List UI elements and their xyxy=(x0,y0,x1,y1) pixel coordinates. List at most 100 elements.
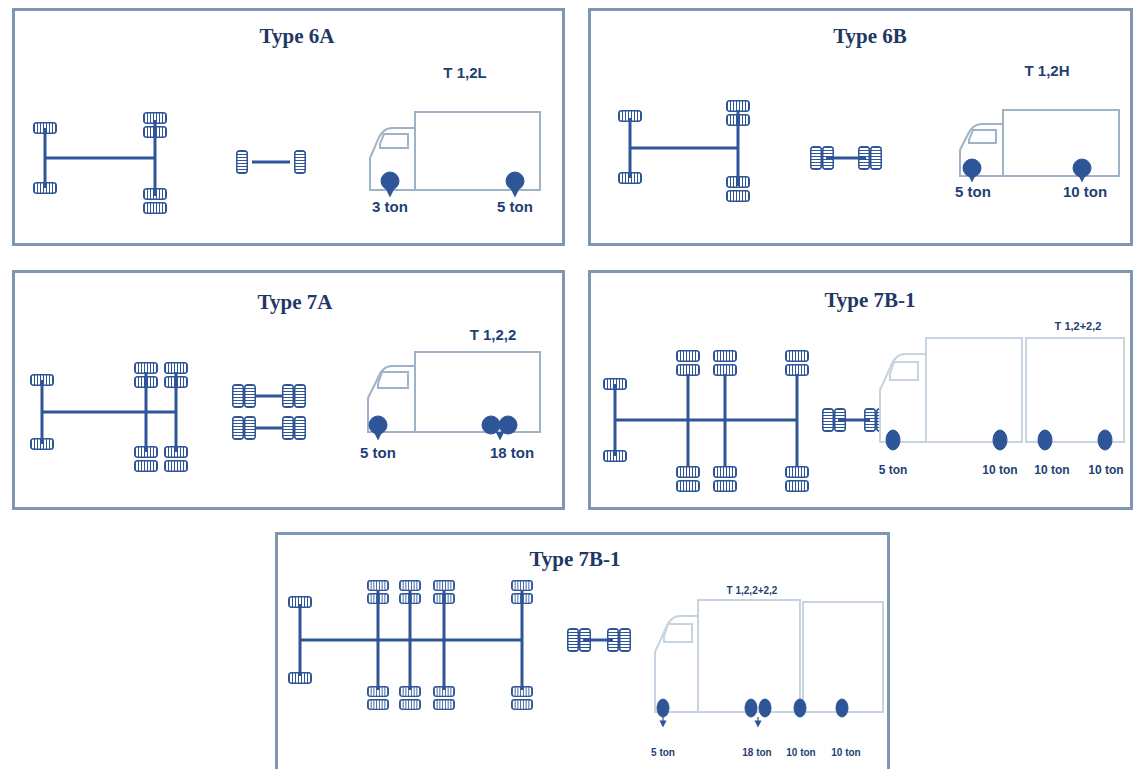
truck-outline xyxy=(378,372,408,388)
tire-symbol xyxy=(604,379,627,390)
axle-icon xyxy=(295,151,306,174)
tire-symbol xyxy=(434,594,455,604)
wheel-load xyxy=(1038,430,1052,450)
wheel-load xyxy=(389,188,391,193)
wheel-load xyxy=(377,432,379,436)
tire-symbol xyxy=(727,191,750,202)
tire-symbol xyxy=(368,687,389,697)
tire-symbol xyxy=(619,173,642,184)
axle-diagram xyxy=(44,128,47,188)
axle-load: 5 ton xyxy=(879,463,908,477)
tire-symbol xyxy=(31,375,54,386)
axle-load: 10 ton xyxy=(831,747,860,758)
tire-symbol xyxy=(144,203,167,214)
axle-icon xyxy=(233,385,244,408)
wheel-load xyxy=(963,159,1091,178)
tire-symbol xyxy=(434,581,455,591)
tire-symbol xyxy=(34,183,57,194)
axle-icon xyxy=(580,629,591,652)
axle-load: 5 ton xyxy=(955,183,991,200)
tire-symbol xyxy=(727,101,750,112)
axle-diagram xyxy=(299,604,302,676)
tire-symbol xyxy=(714,481,737,492)
axle-icon xyxy=(865,409,876,432)
axle-icon xyxy=(811,147,822,170)
tire-symbol xyxy=(144,113,167,124)
wheel-load xyxy=(482,416,500,434)
tire-symbol xyxy=(786,365,809,376)
truck-outline xyxy=(803,602,883,712)
axle-code: T 1,2H xyxy=(1024,62,1069,79)
vehicle-type-panel: Type 7B-1T 1,2+2,25 ton10 ton10 ton10 to… xyxy=(588,270,1133,510)
vehicle-type-panel: Type 7B-1T 1,2,2+2,25 ton18 ton10 ton10 … xyxy=(275,532,890,769)
axle-load: 5 ton xyxy=(360,444,396,461)
truck-outline xyxy=(880,354,926,442)
tire-symbol xyxy=(165,363,188,374)
truck-outline xyxy=(415,352,540,432)
wheel-load xyxy=(759,699,771,717)
axle-icon xyxy=(295,417,306,440)
axle-code: T 1,2+2,2 xyxy=(1055,320,1102,332)
wheel-load xyxy=(794,699,806,717)
tire-symbol xyxy=(135,447,158,458)
type-title: Type 7B-1 xyxy=(529,547,620,572)
axle-code: T 1,2,2+2,2 xyxy=(727,585,778,596)
tire-symbol xyxy=(400,581,421,591)
tire-symbol xyxy=(289,597,312,608)
tire-symbol xyxy=(714,351,737,362)
axle-icon xyxy=(811,147,882,170)
axle-load: 10 ton xyxy=(982,463,1017,477)
axle-icon xyxy=(823,147,834,170)
tire-symbol xyxy=(144,127,167,138)
vehicle-type-panel: Type 7AT 1,2,25 ton18 ton xyxy=(12,270,565,510)
axle-icon xyxy=(237,151,306,174)
tire-symbol xyxy=(400,594,421,604)
truck-outline xyxy=(960,124,1003,176)
wheel-load xyxy=(1081,175,1083,178)
wheel-load xyxy=(745,699,757,717)
tire-symbol xyxy=(677,351,700,362)
axle-diagram xyxy=(42,372,176,452)
tire-symbol xyxy=(714,467,737,478)
axle-diagram xyxy=(615,374,797,466)
axle-diagram xyxy=(629,118,632,178)
axle-icon xyxy=(233,417,244,440)
tire-symbol xyxy=(677,481,700,492)
tire-symbol xyxy=(34,123,57,134)
axle-icon xyxy=(620,629,631,652)
truck-outline xyxy=(664,624,692,642)
wheel-load xyxy=(369,416,387,434)
axle-diagram xyxy=(300,590,522,690)
tire-symbol xyxy=(165,461,188,472)
wheel-load xyxy=(1073,159,1091,177)
truck-outline xyxy=(698,600,800,712)
tire-symbol xyxy=(165,447,188,458)
axle-diagram xyxy=(724,374,727,466)
axle-load: 3 ton xyxy=(372,198,408,215)
truck-outline xyxy=(1026,338,1124,442)
tire-symbol xyxy=(512,594,533,604)
wheel-load xyxy=(369,416,517,436)
wheel-load xyxy=(514,188,516,193)
axle-load: 5 ton xyxy=(497,198,533,215)
wheel-load xyxy=(757,717,758,724)
truck-outline xyxy=(969,130,996,143)
axle-diagram xyxy=(615,419,797,422)
tire-symbol xyxy=(400,687,421,697)
axle-icon xyxy=(252,161,290,164)
tire-symbol xyxy=(512,581,533,591)
truck-outline xyxy=(960,110,1119,176)
axle-icon xyxy=(245,417,256,440)
axle-icon xyxy=(295,385,306,408)
wheel-load xyxy=(381,172,399,190)
tire-symbol xyxy=(434,687,455,697)
axle-diagram xyxy=(377,590,380,690)
tire-symbol xyxy=(289,581,533,710)
tire-symbol xyxy=(604,451,627,462)
axle-icon xyxy=(568,629,579,652)
truck-outline xyxy=(880,338,1124,442)
tire-symbol xyxy=(677,365,700,376)
tire-symbol xyxy=(677,467,700,478)
wheel-load xyxy=(886,430,900,450)
